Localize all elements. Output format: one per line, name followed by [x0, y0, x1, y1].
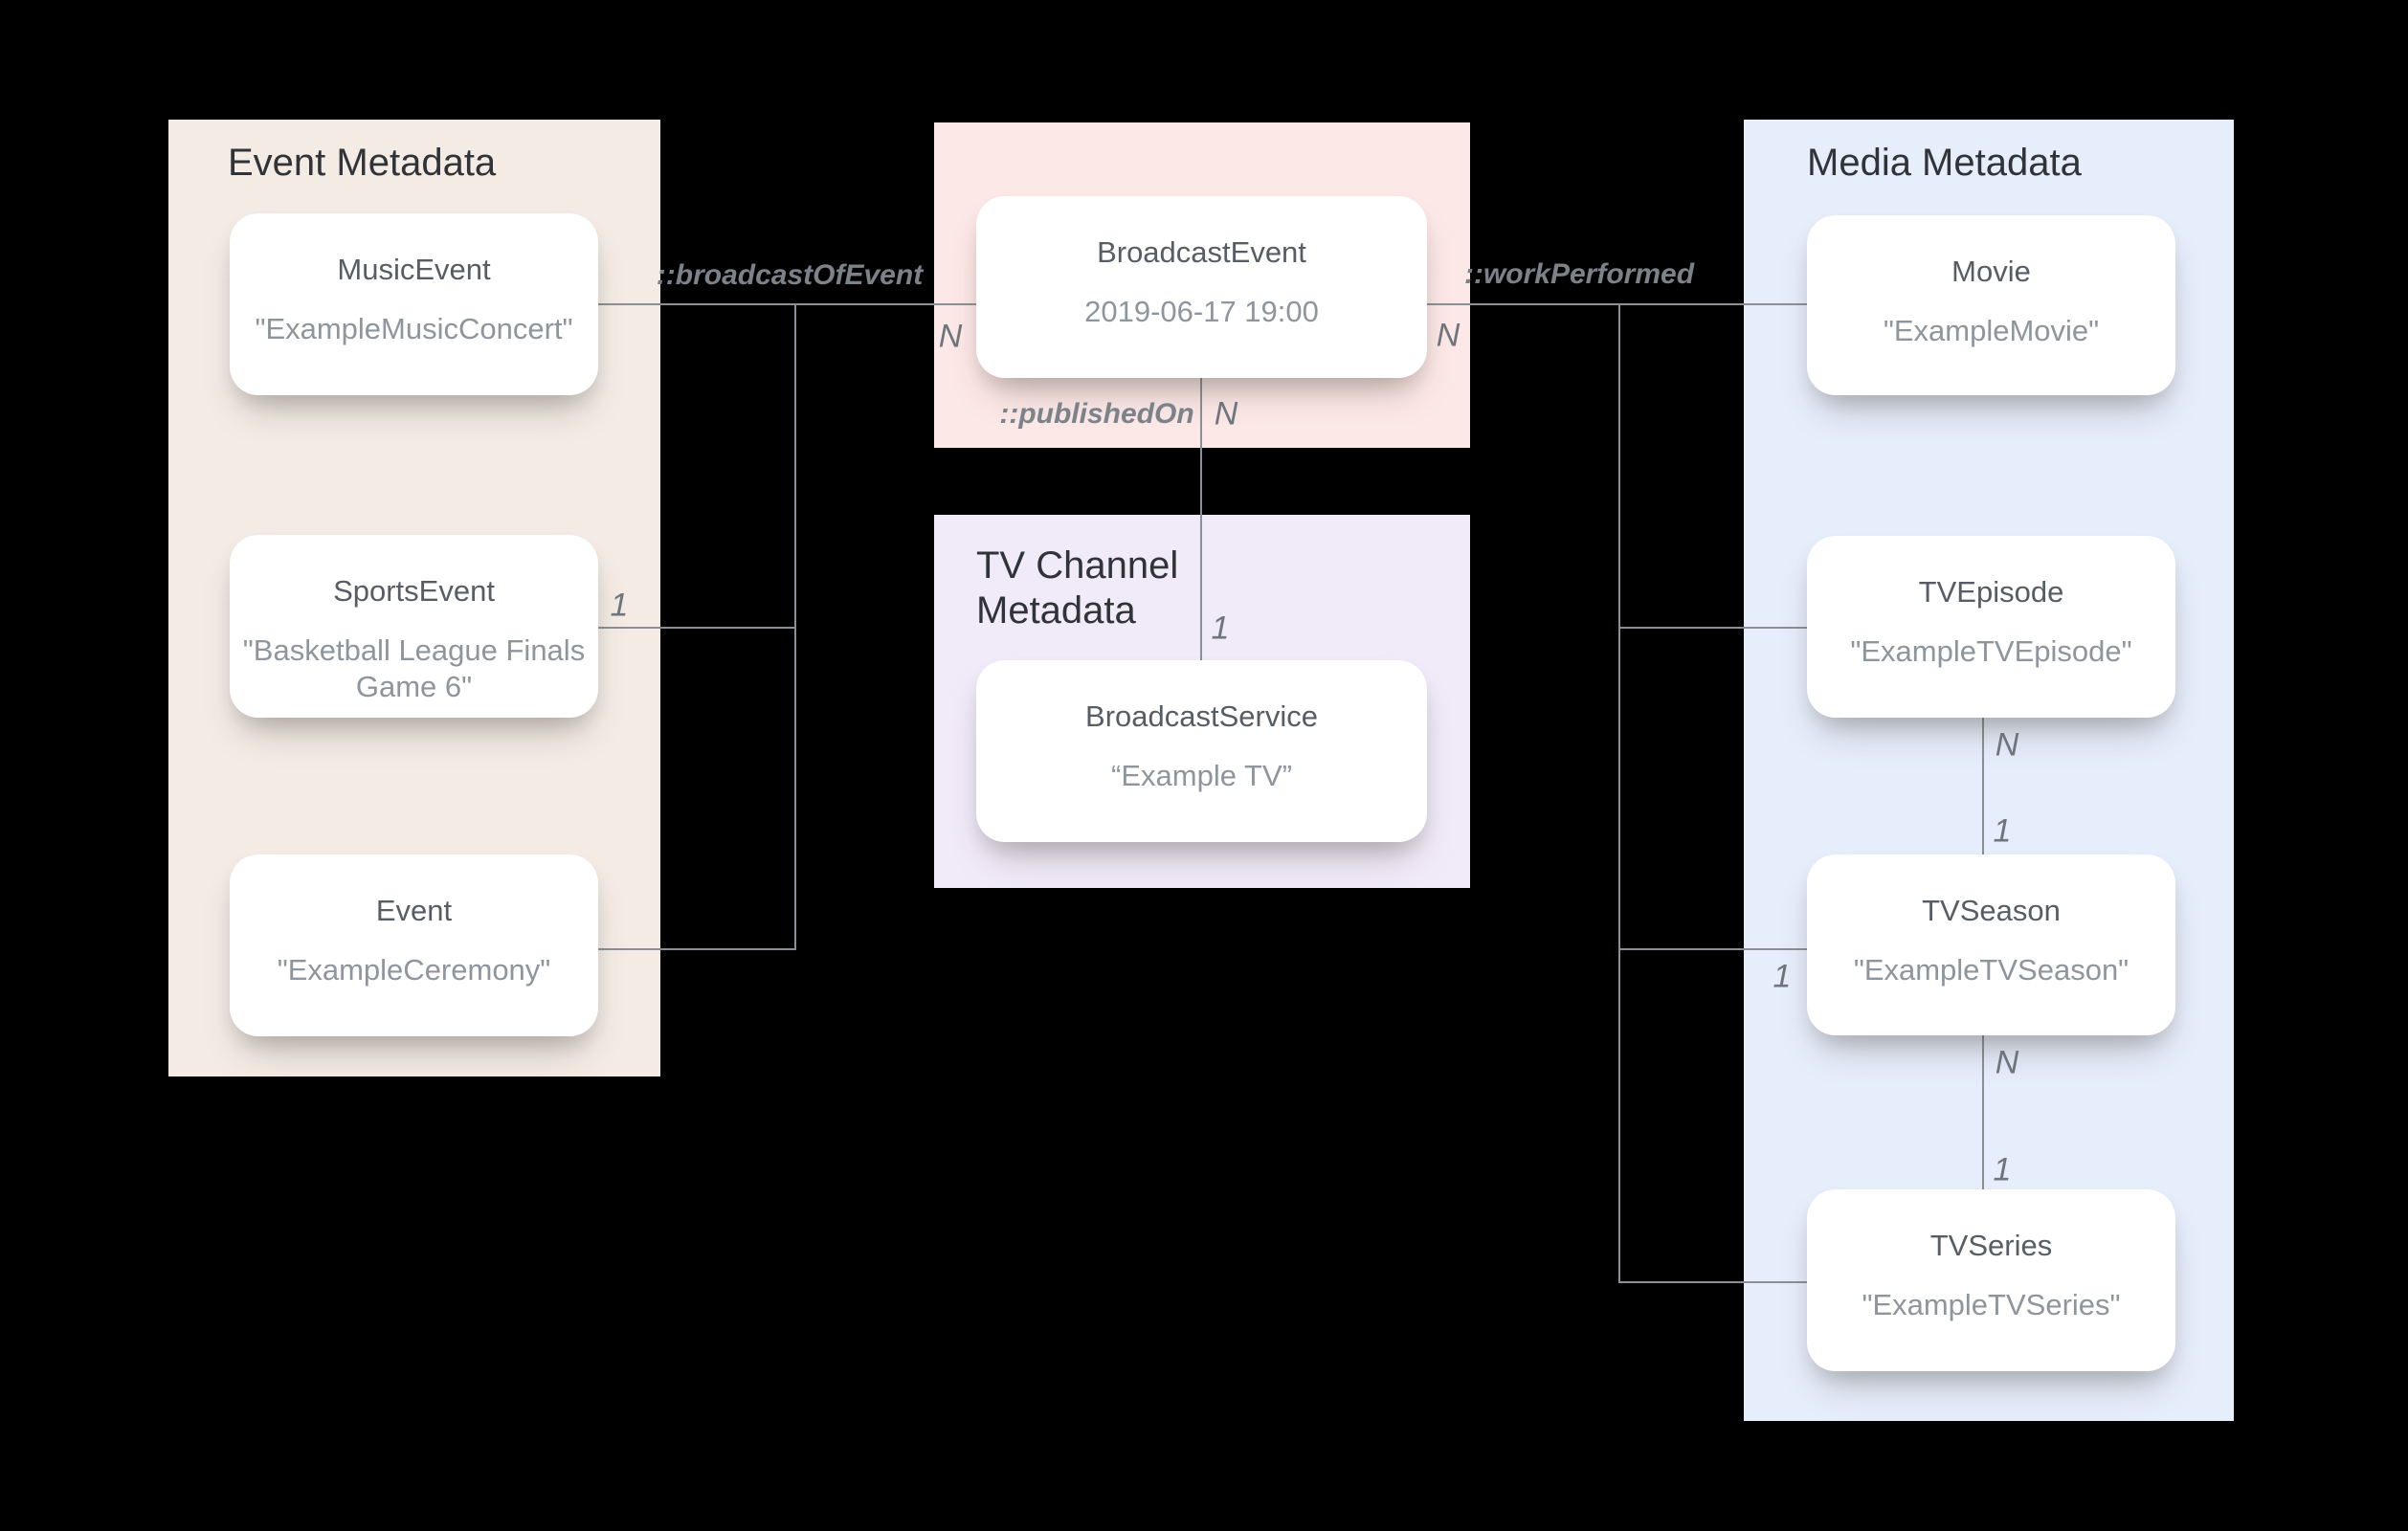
connector-event-branch: [598, 948, 796, 950]
node-broadcast-event: BroadcastEvent 2019-06-17 19:00: [976, 196, 1427, 378]
connector-media-group-vertical: [1618, 303, 1620, 1283]
node-example-value: "ExampleMovie": [1883, 314, 2100, 347]
node-example-value: "ExampleCeremony": [277, 953, 551, 987]
node-example-value: “Example TV”: [1111, 759, 1292, 792]
node-title: Movie: [1951, 255, 2031, 288]
node-example-value: "ExampleTVEpisode": [1850, 634, 2132, 668]
relation-label-broadcastofevent: ::broadcastOfEvent: [656, 259, 924, 291]
cardinality-n-season-series: N: [1995, 1044, 2019, 1081]
connector-tvepisode-tvseason: [1982, 718, 1984, 854]
node-title: TVSeason: [1922, 894, 2061, 927]
node-example-value: "ExampleTVSeason": [1853, 953, 2129, 987]
node-tv-series: TVSeries "ExampleTVSeries": [1807, 1189, 2175, 1371]
cardinality-n-workperformed: N: [1436, 317, 1460, 354]
node-example-value: "ExampleTVSeries": [1862, 1288, 2121, 1321]
relation-label-workperformed: ::workPerformed: [1463, 258, 1695, 290]
connector-sportsevent-branch: [598, 627, 796, 629]
connector-tvepisode-branch: [1619, 627, 1807, 629]
node-example-value: "ExampleMusicConcert": [255, 312, 573, 345]
cardinality-1-episode-season: 1: [1993, 812, 2012, 850]
node-sports-event: SportsEvent "Basketball League Finals Ga…: [230, 535, 598, 718]
panel-title-media-metadata: Media Metadata: [1807, 142, 2082, 184]
node-title: MusicEvent: [337, 253, 491, 286]
node-title: TVEpisode: [1918, 575, 2064, 609]
node-title: BroadcastEvent: [1097, 235, 1306, 269]
panel-title-event-metadata: Event Metadata: [228, 142, 497, 184]
node-title: Event: [375, 894, 453, 927]
cardinality-n-episode-season: N: [1995, 726, 2019, 764]
node-example-value: 2019-06-17 19:00: [1084, 295, 1319, 328]
cardinality-1-publishedon: 1: [1211, 610, 1230, 647]
connector-publishedon-vertical: [1200, 378, 1202, 661]
node-tv-episode: TVEpisode "ExampleTVEpisode": [1807, 536, 2175, 718]
connector-tvseries-branch: [1619, 1281, 1807, 1283]
node-event: Event "ExampleCeremony": [230, 854, 598, 1036]
cardinality-1-season-series: 1: [1993, 1151, 2012, 1188]
connector-tvseason-branch: [1619, 948, 1807, 950]
node-tv-season: TVSeason "ExampleTVSeason": [1807, 854, 2175, 1035]
panel-title-tv-channel-metadata: TV Channel Metadata: [976, 544, 1179, 632]
node-example-value: "Basketball League Finals Game 6": [242, 633, 586, 703]
cardinality-1-tvseason: 1: [1773, 958, 1792, 995]
relation-label-publishedon: ::publishedOn: [999, 398, 1194, 430]
node-title: SportsEvent: [333, 574, 495, 608]
cardinality-n-broadcastofevent: N: [938, 318, 963, 355]
node-title: TVSeries: [1929, 1229, 2053, 1262]
node-broadcast-service: BroadcastService “Example TV”: [976, 660, 1427, 842]
cardinality-1-sportsevent: 1: [610, 587, 629, 624]
node-title: BroadcastService: [1085, 699, 1318, 733]
node-music-event: MusicEvent "ExampleMusicConcert": [230, 213, 598, 395]
connector-tvseason-tvseries: [1982, 1035, 1984, 1189]
cardinality-n-publishedon: N: [1214, 395, 1238, 433]
connector-musicevent-broadcastevent: [598, 303, 976, 305]
connector-broadcastevent-movie: [1427, 303, 1807, 305]
node-movie: Movie "ExampleMovie": [1807, 215, 2175, 395]
